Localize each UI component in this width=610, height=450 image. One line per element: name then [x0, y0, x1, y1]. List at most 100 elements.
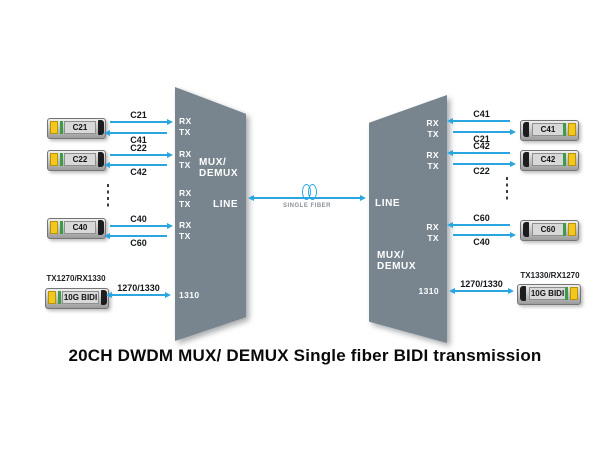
module-c41: C41 [520, 120, 579, 141]
arrow-label-c42-left: C42 [130, 167, 147, 177]
right-tx-port-3: TX [427, 233, 439, 243]
module-label: C40 [64, 221, 96, 234]
arrow-c60-to-demux [447, 222, 510, 228]
left-1310-port-label: 1310 [179, 290, 200, 300]
arrow-label-c60-right: C60 [473, 213, 490, 223]
single-fiber-label: SINGLE FIBER [282, 203, 331, 209]
left-line-port-label: LINE [213, 199, 239, 210]
module-c42: C42 [520, 150, 579, 171]
right-trapezoid-shape: RX TX RX TX RX TX LINE MUX/ DEMUX 1310 [369, 95, 447, 343]
arrow-c42-to-demux [447, 150, 510, 156]
module-c40: C40 [47, 218, 106, 239]
left-trapezoid-shape: RX TX RX TX RX TX RX TX MUX/ DEMUX LINE … [175, 87, 246, 341]
arrow-label-c40-right: C40 [473, 237, 490, 247]
right-tx-port-1: TX [427, 129, 439, 139]
arrow-c21-to-mux [110, 119, 173, 125]
arrow-label-1270-1330-right: 1270/1330 [460, 279, 503, 289]
color-strip [563, 123, 566, 136]
arrow-label-c22-left: C22 [130, 143, 147, 153]
module-label: 10G BIDI [62, 291, 99, 304]
bale-clasp [568, 153, 576, 166]
right-mux-label-line1: MUX/ [377, 250, 405, 261]
right-bidi-ports-label: TX1330/RX1270 [520, 271, 580, 280]
arrow-bidi-right [449, 288, 514, 294]
arrow-c22-to-mux [110, 152, 173, 158]
right-line-port-label: LINE [375, 198, 401, 209]
module-label: 10G BIDI [529, 287, 566, 300]
bale-clasp [50, 121, 58, 134]
right-rx-port-3: RX [426, 222, 439, 232]
module-c21: C21 [47, 118, 106, 139]
bale-clasp [50, 153, 58, 166]
connector-cap [98, 152, 104, 167]
module-c22: C22 [47, 150, 106, 171]
arrow-label-c21-right: C21 [473, 134, 490, 144]
arrow-c42-to-module [104, 162, 167, 168]
left-tx-port-3: TX [179, 199, 191, 209]
left-tx-port-2: TX [179, 160, 191, 170]
left-mux-demux-device: RX TX RX TX RX TX RX TX MUX/ DEMUX LINE … [175, 87, 246, 341]
arrow-c21-to-module [453, 129, 516, 135]
connector-cap [523, 222, 529, 237]
right-tx-port-2: TX [427, 161, 439, 171]
left-rx-port-2: RX [179, 149, 192, 159]
module-10g-bidi-left: 10G BIDI [45, 288, 109, 309]
right-mux-demux-label: MUX/ DEMUX [377, 250, 416, 272]
right-rx-port-1: RX [426, 118, 439, 128]
arrow-c40-to-module [453, 232, 516, 238]
connector-cap [98, 220, 104, 235]
left-rx-port-3: RX [179, 188, 192, 198]
arrow-label-1270-1330-left: 1270/1330 [117, 283, 160, 293]
color-strip [563, 223, 566, 236]
bale-clasp [48, 291, 56, 304]
module-c60: C60 [520, 220, 579, 241]
arrow-label-c21-left: C21 [130, 110, 147, 120]
module-label: C21 [64, 121, 96, 134]
left-mux-label-line2: DEMUX [199, 168, 239, 179]
left-tx-port-1: TX [179, 127, 191, 137]
left-ellipsis-dots [107, 184, 109, 209]
arrow-c60-to-module [104, 233, 167, 239]
left-rx-port-1: RX [179, 116, 192, 126]
right-mux-demux-device: RX TX RX TX RX TX LINE MUX/ DEMUX 1310 [369, 95, 447, 343]
connector-cap [520, 286, 526, 301]
bale-clasp [568, 123, 576, 136]
left-tx-port-4: TX [179, 231, 191, 241]
color-strip [565, 287, 568, 300]
arrow-label-c22-right: C22 [473, 166, 490, 176]
bale-clasp [568, 223, 576, 236]
left-bidi-ports-label: TX1270/RX1330 [46, 274, 106, 283]
arrow-c41-to-demux [447, 118, 510, 124]
connector-cap [101, 290, 107, 305]
right-mux-label-line2: DEMUX [377, 261, 417, 272]
left-mux-demux-label: MUX/ DEMUX [199, 157, 238, 179]
color-strip [60, 221, 63, 234]
arrow-label-c60-left: C60 [130, 238, 147, 248]
module-label: C41 [532, 123, 564, 136]
right-1310-port-label: 1310 [418, 286, 439, 296]
module-label: C60 [532, 223, 564, 236]
right-rx-port-2: RX [426, 150, 439, 160]
bale-clasp [570, 287, 578, 300]
arrow-c41-to-module [104, 130, 167, 136]
connector-cap [523, 152, 529, 167]
connector-cap [98, 120, 104, 135]
connector-cap [523, 122, 529, 137]
arrow-label-c42-right: C42 [473, 141, 490, 151]
arrow-label-c41-left: C41 [130, 135, 147, 145]
left-mux-label-line1: MUX/ [199, 157, 227, 168]
module-label: C42 [532, 153, 564, 166]
fiber-coil-icon [308, 184, 317, 200]
module-label: C22 [64, 153, 96, 166]
arrow-label-c40-left: C40 [130, 214, 147, 224]
arrow-c40-to-mux [110, 223, 173, 229]
right-ellipsis-dots [506, 177, 508, 202]
left-rx-port-4: RX [179, 220, 192, 230]
diagram-title: 20CH DWDM MUX/ DEMUX Single fiber BIDI t… [68, 346, 542, 365]
color-strip [60, 153, 63, 166]
arrow-label-c41-right: C41 [473, 109, 490, 119]
module-10g-bidi-right: 10G BIDI [517, 284, 581, 305]
color-strip [58, 291, 61, 304]
color-strip [563, 153, 566, 166]
